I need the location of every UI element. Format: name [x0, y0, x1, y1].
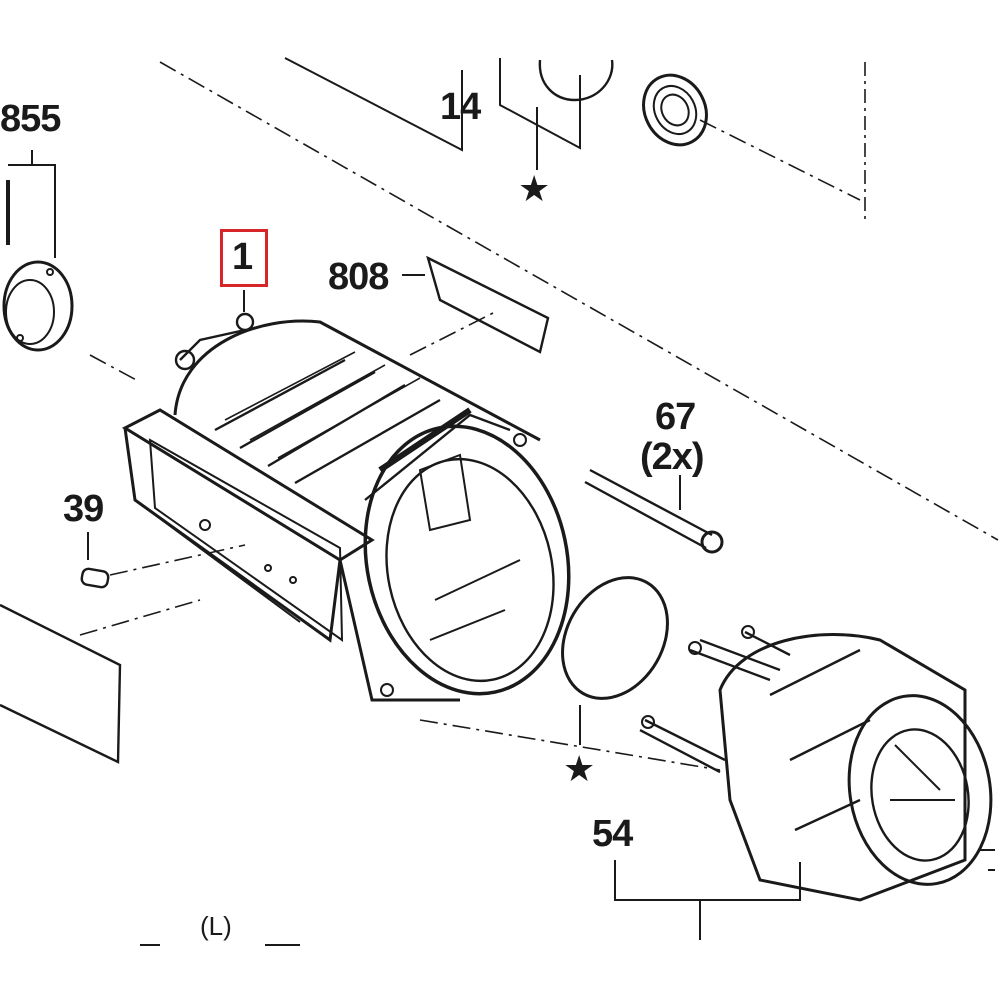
- axis-line-808: [409, 311, 496, 356]
- part-label-808: 808: [328, 256, 389, 298]
- star-marker-mid: ★: [563, 749, 596, 790]
- star-marker-top: ★: [518, 169, 551, 210]
- label-plate-808: [426, 255, 550, 354]
- part-label-855: 855: [0, 98, 61, 140]
- axis-line-39: [109, 544, 246, 576]
- axis-line-mid: [89, 354, 141, 383]
- o-ring-54: [561, 576, 669, 700]
- part-label-39: 39: [63, 488, 104, 530]
- bracket-855: [8, 150, 56, 258]
- label-L: (L): [200, 911, 232, 941]
- side-plate: [0, 603, 122, 764]
- axis-line-left: [79, 599, 201, 636]
- o-ring-top: [538, 59, 614, 102]
- bracket-54: [614, 860, 801, 940]
- motor-housing: [121, 312, 571, 702]
- part-label-67-qty: (2x): [640, 436, 705, 478]
- axis-line-right: [419, 719, 721, 771]
- pin-39: [80, 567, 110, 589]
- axis-line-seal: [699, 119, 861, 201]
- part-label-1[interactable]: 1: [232, 236, 253, 278]
- part-1-highlight-box: [220, 229, 268, 287]
- part-label-14: 14: [440, 86, 481, 128]
- end-cap-855: [2, 260, 74, 352]
- bracket-star-top: [499, 58, 581, 150]
- part-label-67: 67: [655, 396, 696, 438]
- shaft-seal: [642, 73, 708, 147]
- field-assembly: [639, 625, 993, 902]
- bracket-14: [284, 57, 463, 152]
- screw-67: [584, 468, 724, 554]
- part-label-54: 54: [592, 813, 633, 855]
- axis-line-top: [159, 61, 999, 541]
